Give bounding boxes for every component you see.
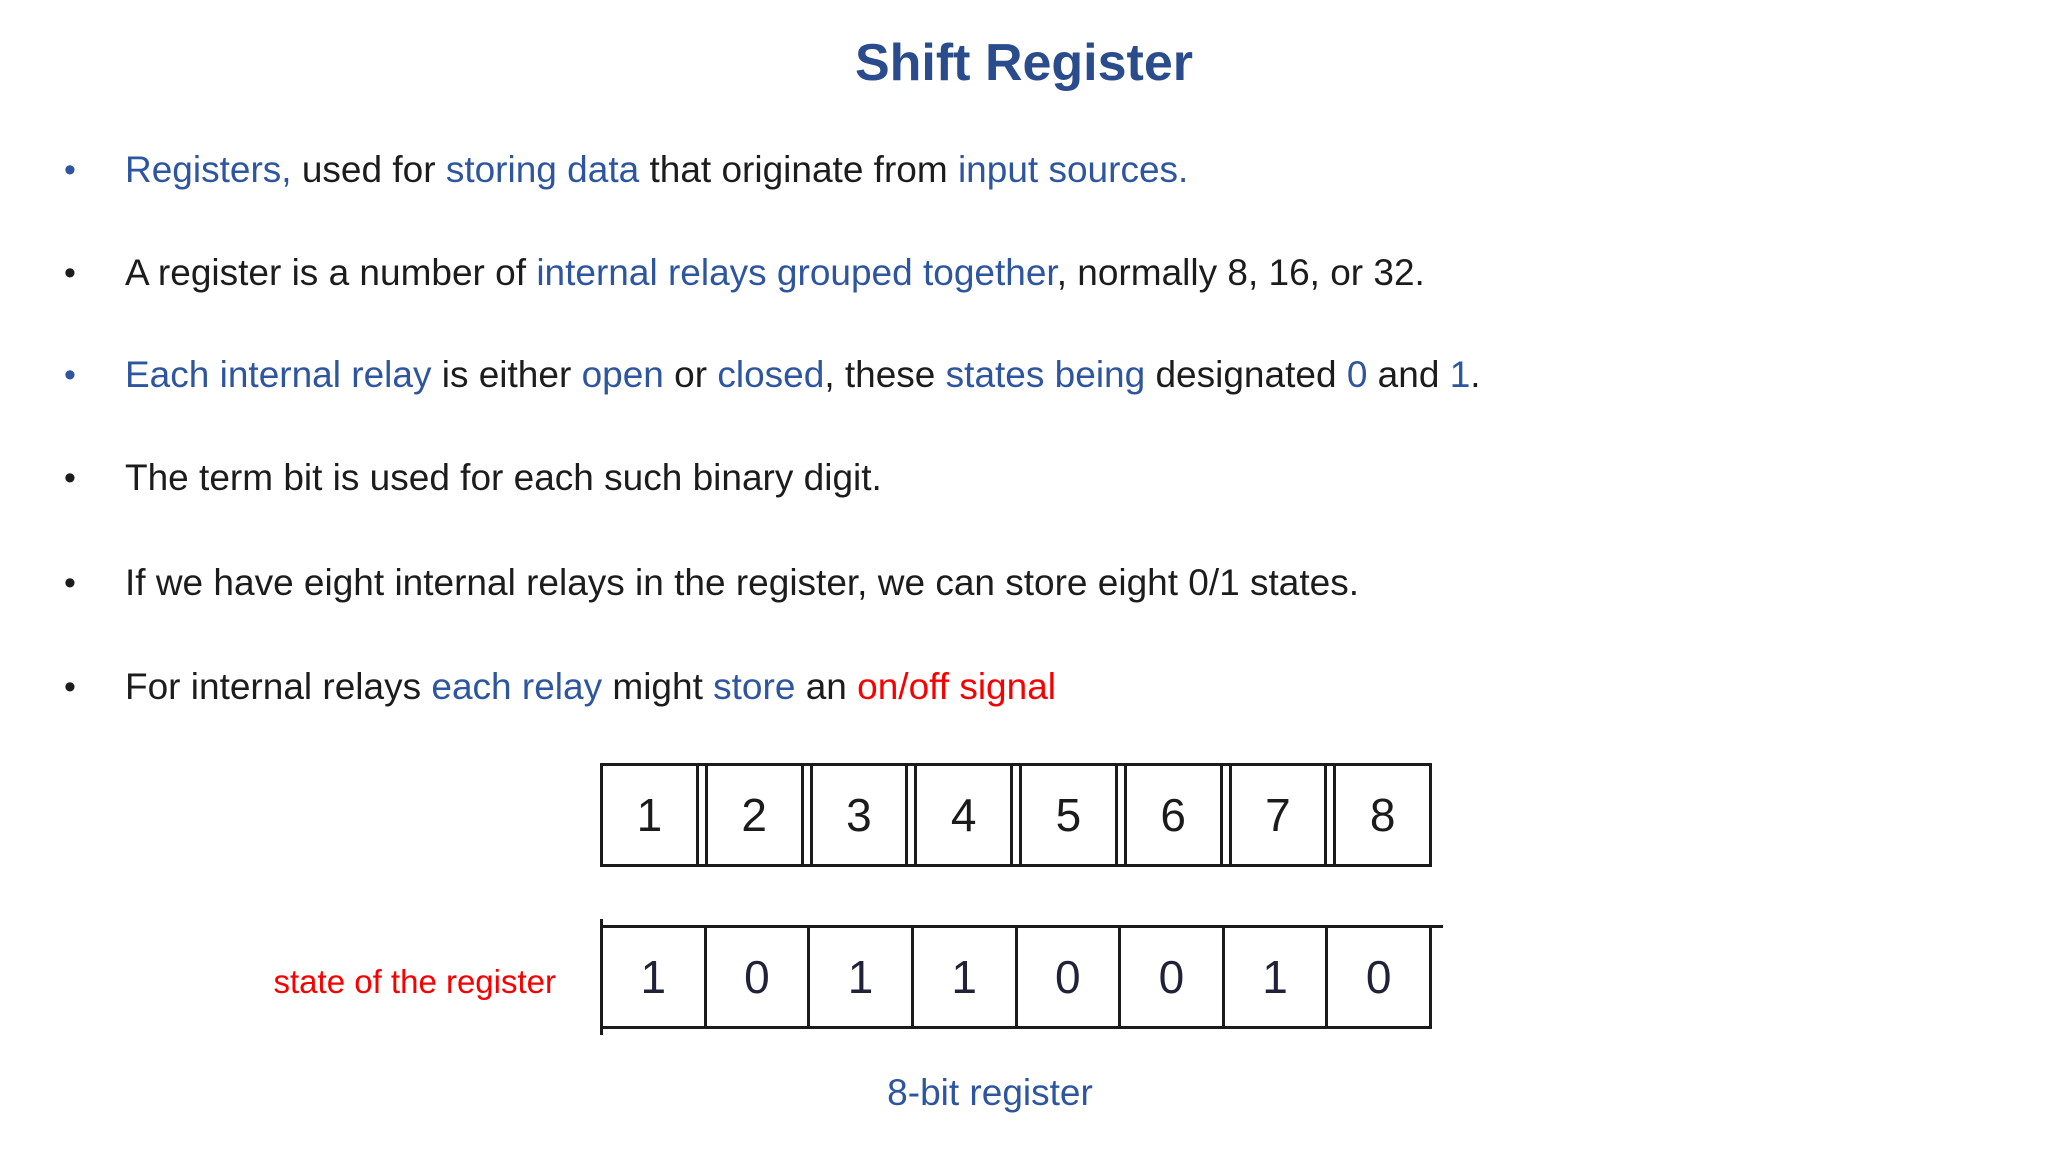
register-cell: 2 bbox=[704, 766, 804, 864]
text-segment: Registers, bbox=[125, 149, 292, 190]
register-cell: 3 bbox=[809, 766, 909, 864]
text-segment: store bbox=[713, 666, 796, 707]
register-cell: 0 bbox=[1014, 928, 1119, 1026]
bullet-marker: • bbox=[64, 668, 76, 706]
bullet-item: • If we have eight internal relays in th… bbox=[64, 560, 2008, 606]
register-cell: 8 bbox=[1333, 766, 1429, 864]
text-segment: 0 bbox=[1346, 354, 1368, 395]
register-cell: 4 bbox=[914, 766, 1013, 864]
text-segment: open bbox=[581, 354, 664, 395]
text-segment: If we have eight internal relays in the … bbox=[125, 562, 1360, 603]
bullet-text: Registers, used for storing data that or… bbox=[125, 147, 1188, 193]
bullet-text: For internal relays each relay might sto… bbox=[125, 664, 1056, 710]
state-of-register-label: state of the register bbox=[273, 963, 556, 1000]
bullet-item: • Registers, used for storing data that … bbox=[64, 147, 2008, 193]
register-cell: 1 bbox=[640, 951, 667, 1003]
text-segment: that originate from bbox=[639, 149, 958, 190]
register-cell: 6 bbox=[1123, 766, 1223, 864]
bullet-item: • Each internal relay is either open or … bbox=[64, 352, 2008, 398]
bullet-marker: • bbox=[64, 151, 76, 189]
text-segment: storing data bbox=[445, 149, 640, 190]
text-segment: and bbox=[1367, 354, 1450, 395]
text-segment: , these bbox=[824, 354, 946, 395]
text-segment: an bbox=[795, 666, 858, 707]
bullet-item: • A register is a number of internal rel… bbox=[64, 250, 2008, 296]
text-segment: input sources. bbox=[957, 149, 1189, 190]
text-segment: is either bbox=[431, 354, 582, 395]
text-segment: Each internal relay bbox=[125, 354, 432, 395]
text-segment: internal relays grouped together bbox=[536, 252, 1057, 293]
register-cell: 0 bbox=[1325, 928, 1429, 1026]
text-segment: might bbox=[602, 666, 714, 707]
text-segment: each relay bbox=[431, 666, 603, 707]
bullet-item: • The term bit is used for each such bin… bbox=[64, 455, 2008, 501]
text-segment: A register is a number of bbox=[125, 252, 537, 293]
register-cell: 0 bbox=[703, 928, 808, 1026]
register-cell: 5 bbox=[1019, 766, 1118, 864]
bullet-marker: • bbox=[64, 459, 76, 497]
register-cell: 7 bbox=[1228, 766, 1328, 864]
text-segment: closed bbox=[717, 354, 825, 395]
register-cell: 0 bbox=[1118, 928, 1222, 1026]
text-segment: The term bit is used for each such binar… bbox=[125, 457, 882, 498]
bullet-marker: • bbox=[64, 356, 76, 394]
bullet-item: • For internal relays each relay might s… bbox=[64, 664, 2008, 710]
register-cell: 1 bbox=[603, 766, 699, 864]
text-segment: used for bbox=[291, 149, 446, 190]
text-segment: , normally 8, 16, or 32. bbox=[1056, 252, 1425, 293]
register-cell: 1 bbox=[1221, 928, 1326, 1026]
register-cell: 1 bbox=[807, 928, 911, 1026]
text-segment: . bbox=[1470, 354, 1481, 395]
bullet-text: Each internal relay is either open or cl… bbox=[125, 352, 1481, 398]
bullet-marker: • bbox=[64, 564, 76, 602]
bullet-text: If we have eight internal relays in the … bbox=[125, 560, 1359, 606]
page-title: Shift Register bbox=[854, 34, 1194, 92]
bullet-text: A register is a number of internal relay… bbox=[125, 250, 1425, 296]
bullet-marker: • bbox=[64, 254, 76, 292]
text-segment: 1 bbox=[1449, 354, 1471, 395]
text-segment: For internal relays bbox=[125, 666, 432, 707]
text-segment: or bbox=[663, 354, 718, 395]
text-segment: states being bbox=[945, 354, 1146, 395]
text-segment: on/off signal bbox=[857, 666, 1056, 707]
bullet-text: The term bit is used for each such binar… bbox=[125, 455, 882, 501]
register-caption: 8-bit register bbox=[887, 1072, 1093, 1113]
register-cell: 1 bbox=[910, 928, 1015, 1026]
text-segment: designated bbox=[1145, 354, 1347, 395]
